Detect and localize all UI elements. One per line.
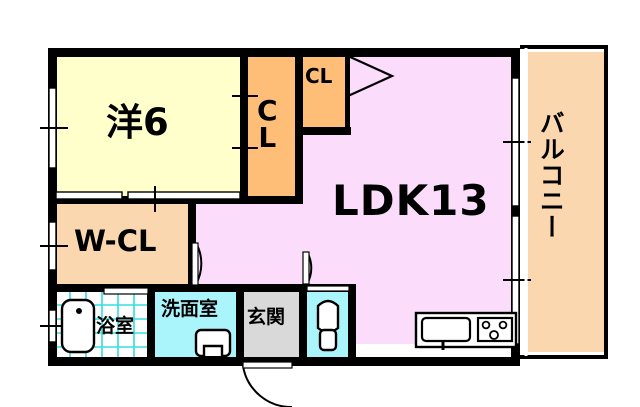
closet-small-door bbox=[347, 54, 395, 98]
room-label-western-room: 洋6 bbox=[106, 101, 169, 144]
room-fill-closet-tall bbox=[248, 56, 295, 196]
gas-stove-3-burner bbox=[476, 316, 514, 343]
room-fill-closet-small bbox=[300, 56, 348, 134]
room-label-ldk: LDK13 bbox=[332, 176, 490, 225]
bathtub bbox=[60, 298, 96, 354]
vanity-sink bbox=[194, 328, 232, 358]
kitchen-sink bbox=[420, 316, 472, 343]
room-label-bathroom: 浴室 bbox=[96, 315, 135, 337]
wall-washroom-right bbox=[236, 284, 244, 366]
wall-closet-tall-right bbox=[295, 48, 303, 204]
wall-closet-tall-bottom bbox=[240, 196, 303, 204]
room-fill-entrance bbox=[243, 292, 300, 358]
wall-bath-right bbox=[147, 284, 155, 366]
closet-tall-label-line-1: C bbox=[257, 94, 278, 127]
room-label-closet-small: CL bbox=[305, 64, 333, 88]
toilet-bowl bbox=[316, 299, 340, 352]
room-fill-ldk bbox=[348, 56, 512, 344]
wall-top-left bbox=[48, 48, 348, 57]
room-label-entrance: 玄関 bbox=[247, 306, 286, 328]
wall-washitsu-bottom bbox=[48, 196, 248, 204]
wall-service-top bbox=[196, 284, 356, 292]
room-label-walk-in-closet: W-CL bbox=[74, 224, 157, 258]
wall-balcony-outline-right bbox=[604, 45, 608, 359]
wall-entrance-right bbox=[299, 284, 307, 366]
wall-toilet-right bbox=[348, 284, 356, 366]
room-label-washroom: 洗面室 bbox=[161, 298, 219, 320]
kitchen-counter bbox=[414, 311, 518, 350]
room-label-closet-tall: C L bbox=[257, 94, 278, 154]
door-swings bbox=[103, 54, 395, 407]
room-fill-balcony bbox=[528, 52, 606, 352]
sliding-door-washitsu-right bbox=[127, 191, 241, 200]
sliding-door-washitsu-left bbox=[55, 191, 123, 200]
fixtures bbox=[60, 298, 518, 358]
wall-closet-small-bottom bbox=[295, 127, 351, 135]
room-fill-walk-in-closet bbox=[56, 203, 189, 285]
wall-balcony-outline bbox=[520, 45, 608, 49]
wall-closet-left bbox=[240, 48, 248, 204]
wall-balcony-outline-bottom bbox=[520, 355, 608, 359]
entrance-door-swing bbox=[242, 365, 292, 407]
wall-ldk-right bbox=[511, 48, 520, 366]
wall-top-ldk bbox=[348, 48, 520, 57]
room-label-balcony: バルコニー bbox=[536, 110, 566, 240]
wall-left bbox=[48, 48, 57, 366]
wall-closet-small-right bbox=[345, 48, 350, 134]
bathtub-drain bbox=[76, 308, 82, 314]
closet-tall-label-line-2: L bbox=[258, 120, 277, 154]
room-fill-western-room bbox=[56, 56, 244, 196]
